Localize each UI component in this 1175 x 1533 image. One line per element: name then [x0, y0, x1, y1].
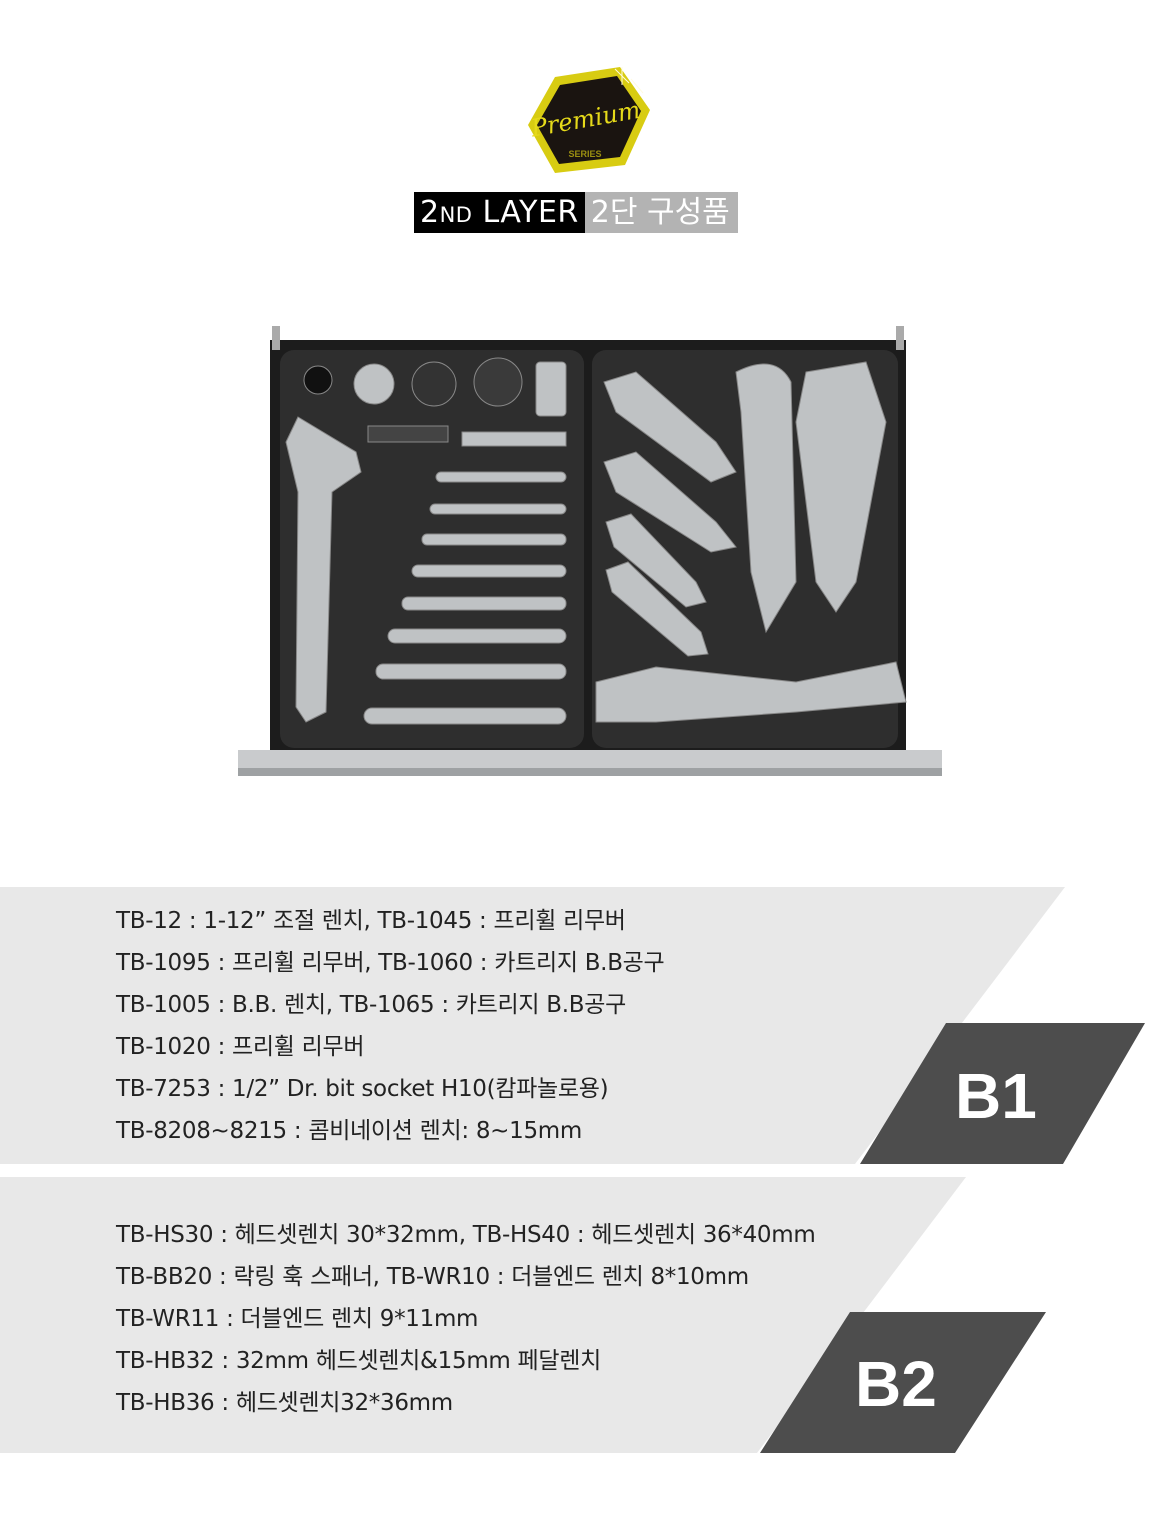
list-item: TB-1005 : B.B. 렌치, TB-1065 : 카트리지 B.B공구 [116, 992, 626, 1018]
list-item: TB-1020 : 프리휠 리무버 [116, 1034, 365, 1060]
group-b1: TB-12 : 1-12” 조절 렌치, TB-1045 : 프리휠 리무버 T… [0, 887, 1175, 1164]
group-badge: B2 [855, 1348, 937, 1420]
list-item: TB-12 : 1-12” 조절 렌치, TB-1045 : 프리휠 리무버 [116, 908, 626, 934]
premium-series-logo: Premium SERIES [525, 65, 655, 175]
svg-text:SERIES: SERIES [568, 149, 601, 159]
group-b2: TB-HS30 : 헤드셋렌치 30*32mm, TB-HS40 : 헤드셋렌치… [0, 1177, 1175, 1453]
list-item: TB-BB20 : 락링 훅 스패너, TB-WR10 : 더블엔드 렌치 8*… [116, 1264, 749, 1290]
group-badge: B1 [955, 1060, 1037, 1132]
title-korean: 2단 구성품 [584, 192, 738, 233]
tool-tray-image [236, 322, 946, 784]
list-item: TB-HS30 : 헤드셋렌치 30*32mm, TB-HS40 : 헤드셋렌치… [116, 1222, 816, 1248]
list-item: TB-7253 : 1/2” Dr. bit socket H10(캄파놀로용) [116, 1076, 609, 1102]
list-item: TB-WR11 : 더블엔드 렌치 9*11mm [116, 1306, 479, 1332]
list-item: TB-HB36 : 헤드셋렌치32*36mm [116, 1390, 453, 1416]
list-item: TB-8208~8215 : 콤비네이션 렌치: 8~15mm [116, 1118, 583, 1144]
layer-title: 2ND LAYER 2단 구성품 [414, 192, 738, 233]
title-english: 2ND LAYER [414, 192, 585, 233]
list-item: TB-HB32 : 32mm 헤드셋렌치&15mm 페달렌치 [116, 1348, 601, 1374]
b1-item-list: TB-12 : 1-12” 조절 렌치, TB-1045 : 프리휠 리무버 T… [116, 900, 665, 1152]
b2-item-list: TB-HS30 : 헤드셋렌치 30*32mm, TB-HS40 : 헤드셋렌치… [116, 1214, 816, 1424]
list-item: TB-1095 : 프리휠 리무버, TB-1060 : 카트리지 B.B공구 [116, 950, 665, 976]
